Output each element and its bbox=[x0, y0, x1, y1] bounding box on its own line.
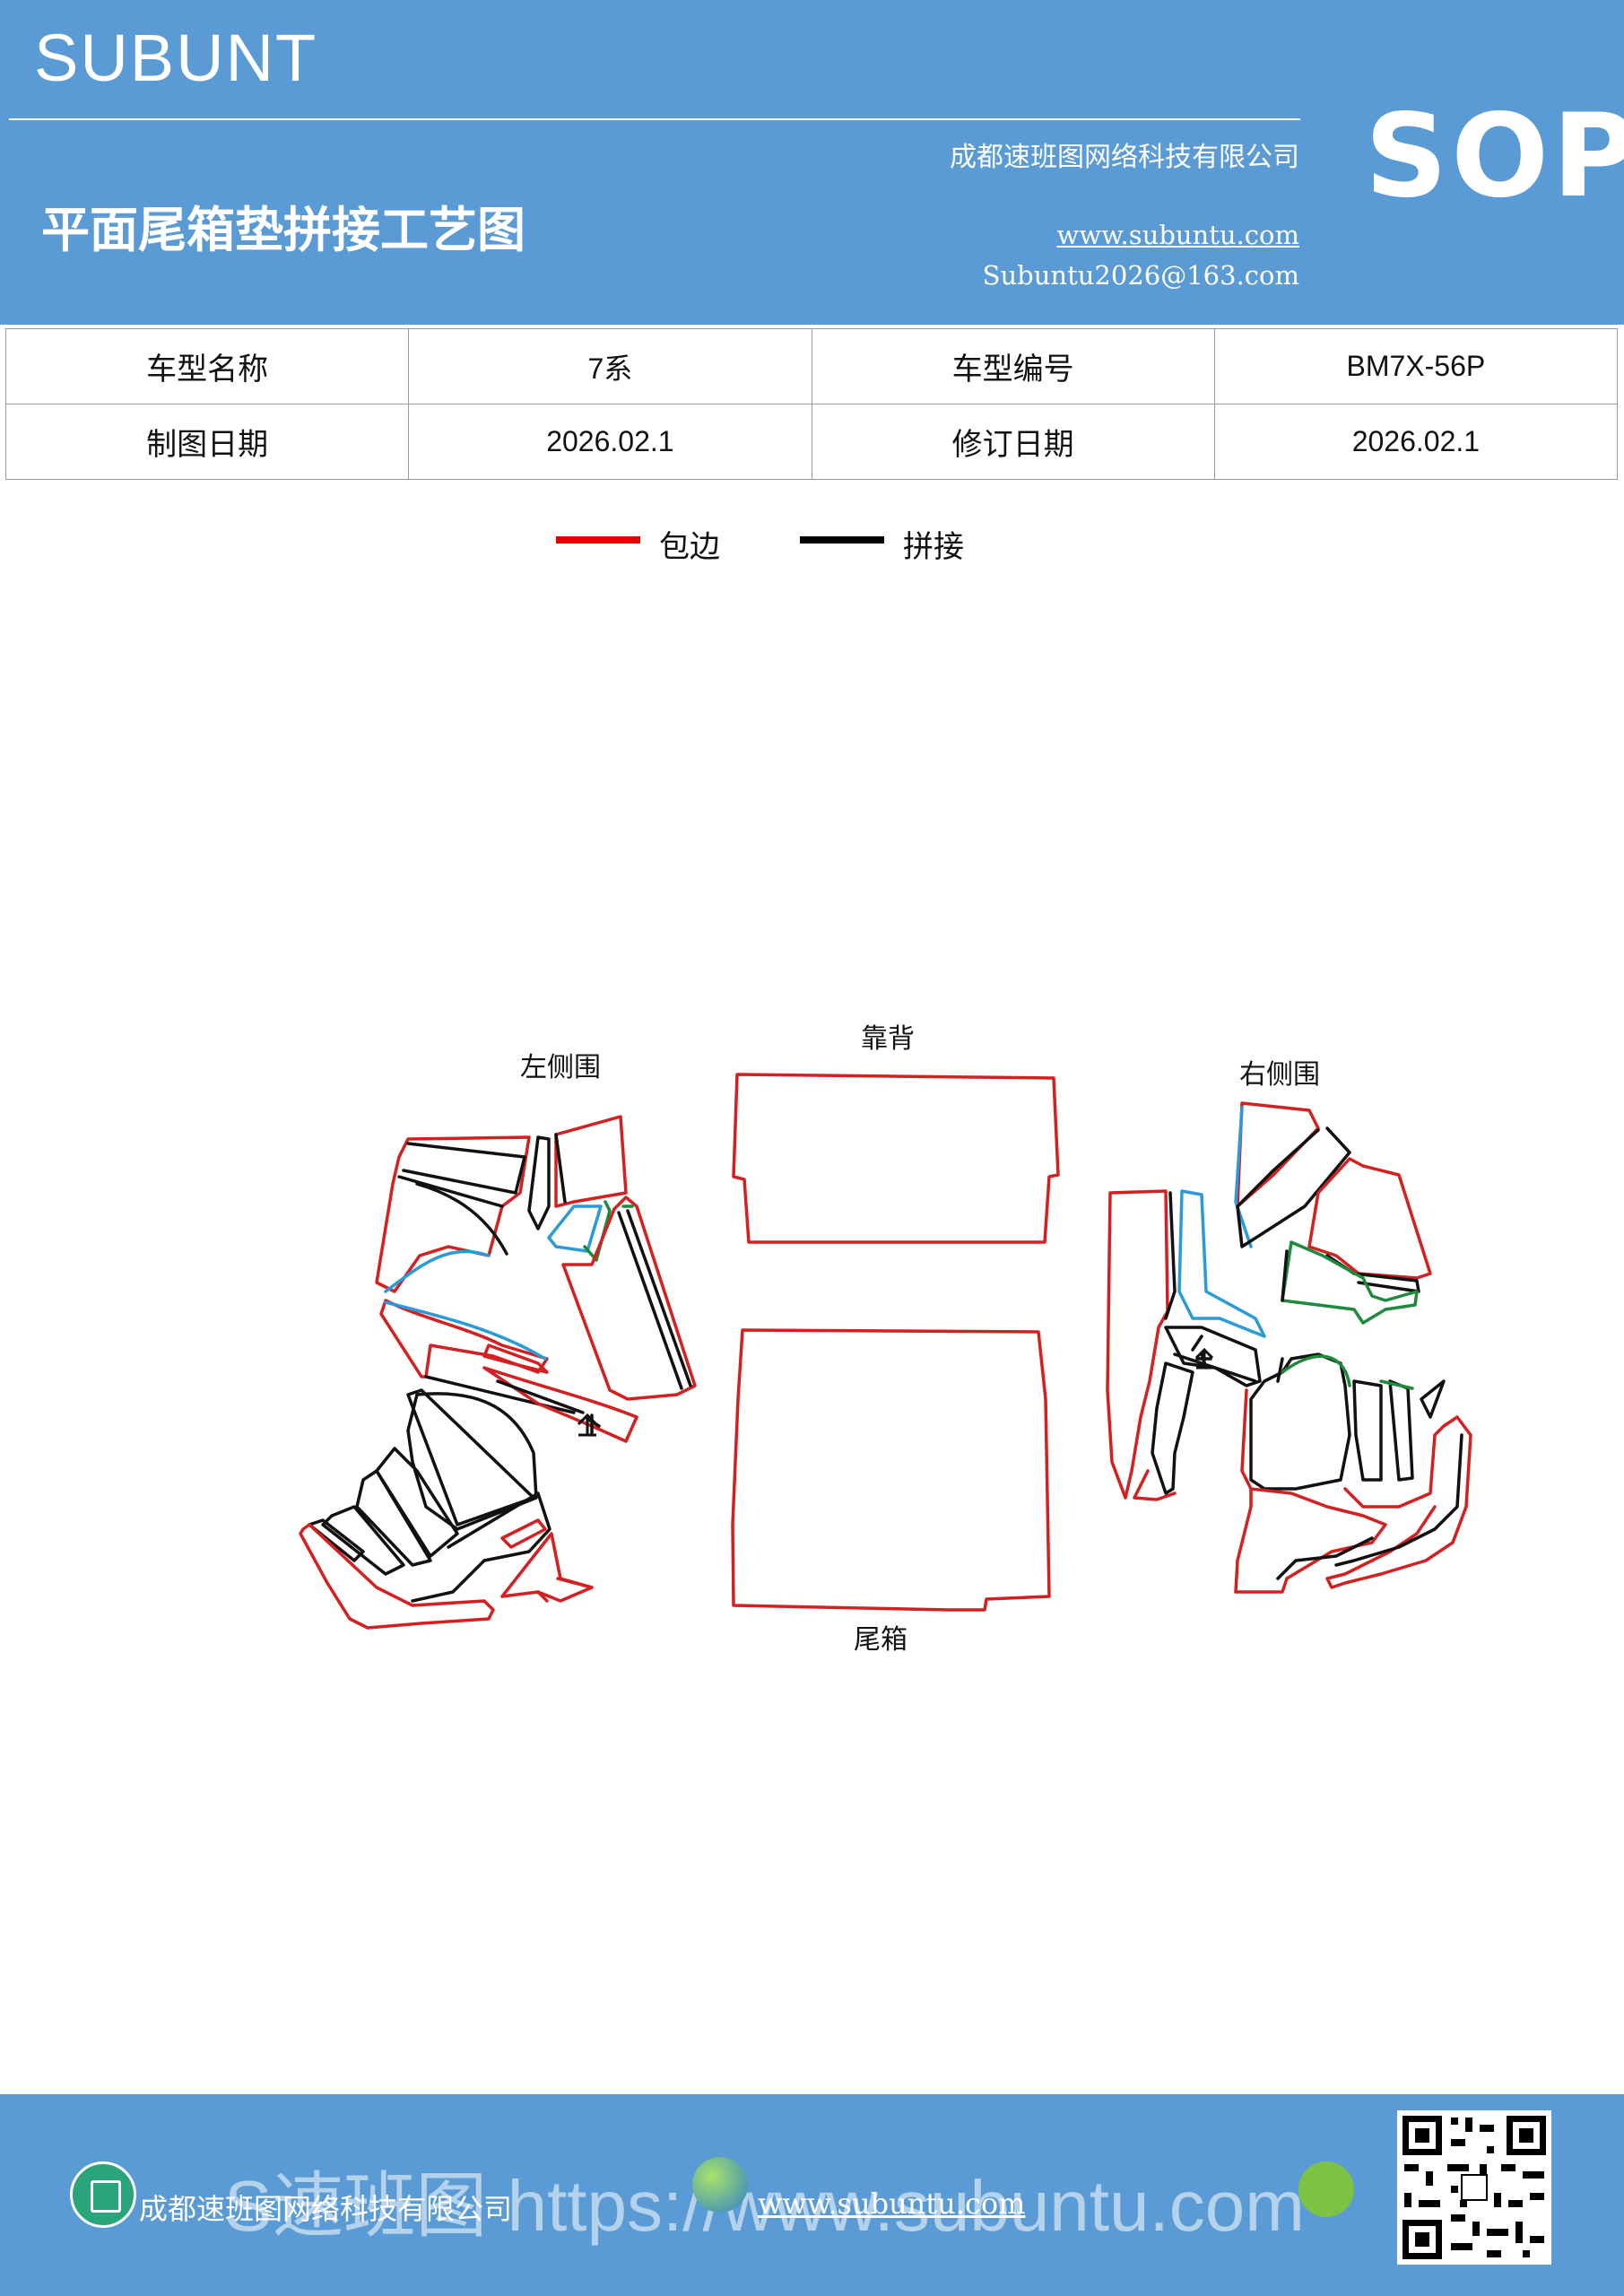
table-cell-value: BM7X-56P bbox=[1213, 328, 1619, 404]
company-icon bbox=[70, 2161, 136, 2228]
page-header: SUBUNT 平面尾箱垫拼接工艺图 成都速班图网络科技有限公司 www.subu… bbox=[0, 0, 1624, 325]
globe-icon bbox=[692, 2157, 748, 2213]
legend-label-seam: 拼接 bbox=[903, 529, 964, 565]
table-cell-value: 2026.02.1 bbox=[1213, 404, 1619, 480]
arrow-up-icon bbox=[577, 1413, 598, 1437]
email-address[interactable]: Subuntu2026@163.com bbox=[982, 260, 1299, 291]
legend-label-edge: 包边 bbox=[659, 529, 720, 565]
left-side-lower bbox=[299, 1388, 594, 1630]
trunk-panel bbox=[731, 1328, 1051, 1612]
table-cell-label: 车型名称 bbox=[4, 328, 410, 404]
label-right-side: 右侧围 bbox=[1239, 1059, 1320, 1091]
label-back: 靠背 bbox=[861, 1023, 915, 1055]
website-link[interactable]: www.subuntu.com bbox=[1056, 220, 1299, 250]
label-left-side: 左侧围 bbox=[520, 1052, 601, 1083]
footer-company: 成都速班图网络科技有限公司 bbox=[139, 2192, 513, 2226]
left-side-upper bbox=[375, 1115, 697, 1401]
arrow-up-icon bbox=[1194, 1347, 1214, 1370]
header-divider bbox=[9, 118, 1300, 120]
document-title: 平面尾箱垫拼接工艺图 bbox=[41, 202, 525, 258]
qr-code bbox=[1397, 2110, 1551, 2265]
qr-code-pattern bbox=[1403, 2116, 1546, 2259]
legend-swatch-seam bbox=[800, 536, 884, 544]
left-side-middle bbox=[379, 1299, 638, 1443]
table-cell-label: 车型编号 bbox=[811, 328, 1215, 404]
brand-logo: SUBUNT bbox=[34, 21, 318, 95]
right-side-upper bbox=[1234, 1101, 1432, 1325]
right-side-lower bbox=[1234, 1352, 1472, 1594]
table-row: 制图日期 2026.02.1 修订日期 2026.02.1 bbox=[4, 404, 1619, 480]
table-cell-label: 修订日期 bbox=[811, 404, 1215, 480]
wechat-icon bbox=[1298, 2161, 1354, 2217]
footer-watermark: S速班图 https://www.subuntu.com bbox=[224, 2166, 1305, 2246]
table-cell-label: 制图日期 bbox=[4, 404, 410, 480]
table-cell-value: 7系 bbox=[408, 328, 812, 404]
legend: 包边 拼接 bbox=[0, 527, 1624, 567]
company-name: 成都速班图网络科技有限公司 bbox=[950, 142, 1299, 173]
legend-swatch-edge bbox=[556, 536, 640, 544]
footer-website-link[interactable]: www.subuntu.com bbox=[758, 2187, 1026, 2221]
table-cell-value: 2026.02.1 bbox=[408, 404, 812, 480]
right-side-left bbox=[1106, 1189, 1266, 1501]
info-table: 车型名称 7系 车型编号 BM7X-56P 制图日期 2026.02.1 修订日… bbox=[4, 328, 1619, 480]
sop-badge: SOP bbox=[1365, 90, 1624, 223]
label-trunk: 尾箱 bbox=[854, 1624, 908, 1656]
back-panel bbox=[732, 1073, 1060, 1244]
table-row: 车型名称 7系 车型编号 BM7X-56P bbox=[4, 328, 1619, 404]
